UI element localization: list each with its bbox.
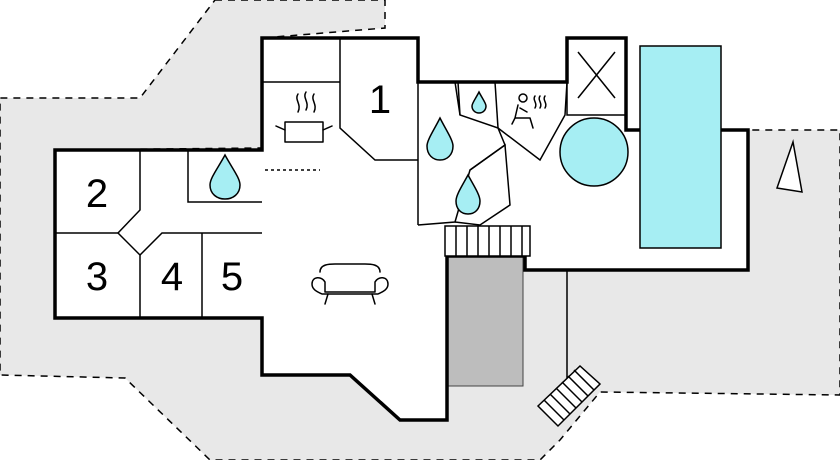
room-4-label: 4: [161, 255, 183, 299]
bathroom-drop-icon: [455, 173, 481, 215]
stairs-icon: [536, 364, 602, 428]
bathroom-drop-icon: [209, 153, 241, 200]
bathroom-drop-icon: [426, 116, 454, 161]
room-1-label: 1: [369, 78, 391, 122]
interior-walls: [55, 38, 626, 378]
bathroom-drop-icon: [471, 90, 487, 114]
pool-icon: [639, 45, 722, 249]
sauna-icon: [511, 93, 547, 129]
terrace: [446, 255, 524, 387]
stairs-icon: [444, 225, 531, 257]
room-3-label: 3: [86, 255, 108, 299]
room-2-label: 2: [86, 172, 108, 216]
north-arrow-icon: [775, 139, 803, 193]
whirlpool-icon: [559, 117, 629, 187]
sofa-icon: [311, 263, 389, 305]
kitchen-pot-icon: [275, 91, 333, 143]
room-5-label: 5: [221, 255, 243, 299]
